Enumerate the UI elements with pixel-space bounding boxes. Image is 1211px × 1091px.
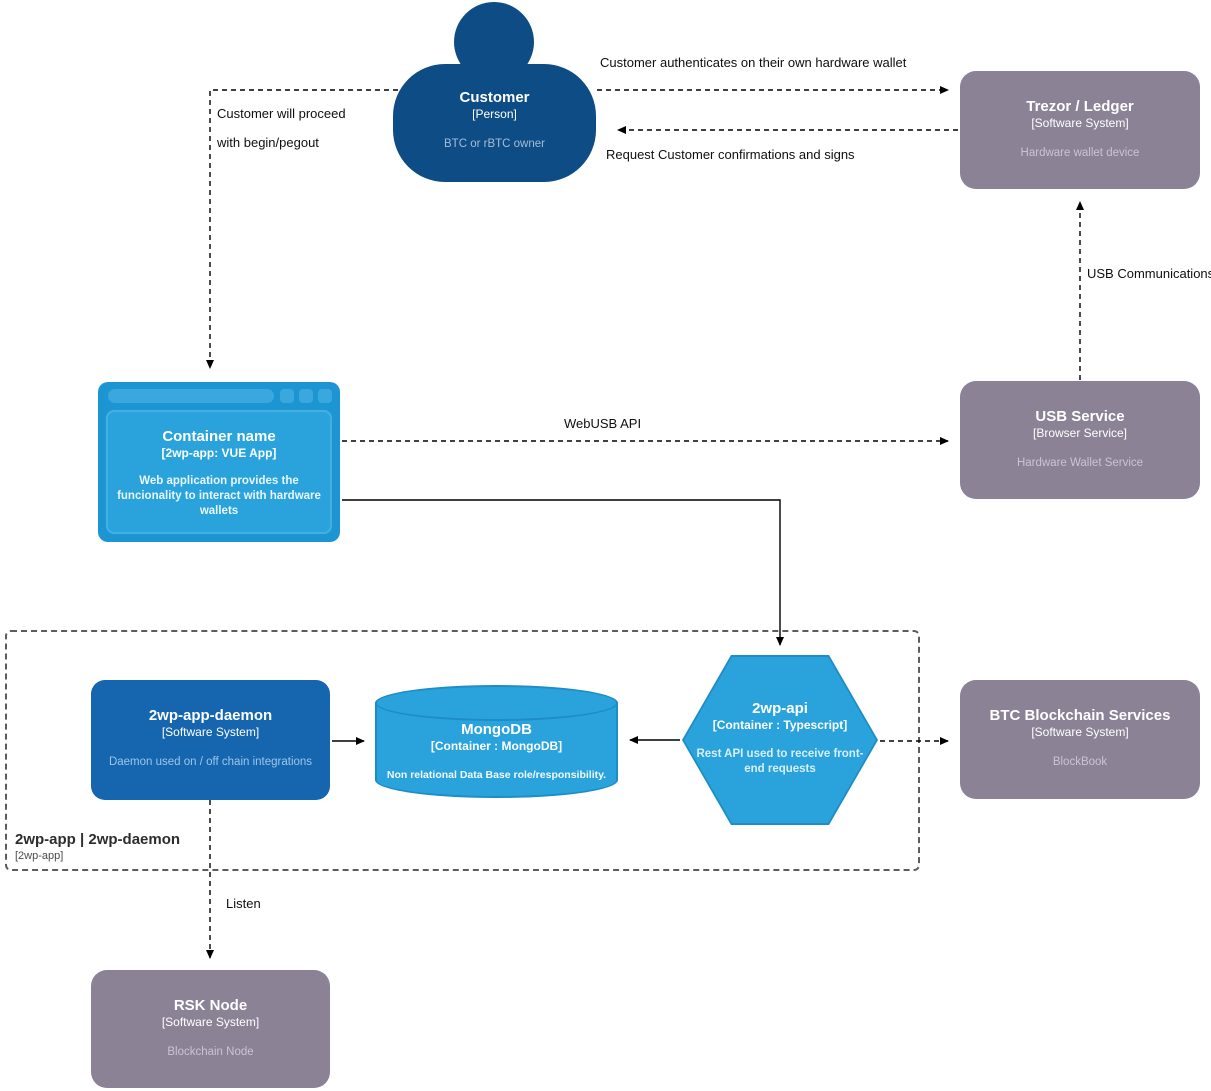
node-2wp-app-daemon: 2wp-app-daemon [Software System] Daemon … <box>91 680 330 800</box>
boundary-label: 2wp-app | 2wp-daemon [2wp-app] <box>15 831 180 863</box>
hexagon-fill <box>684 657 876 823</box>
node-container-name: Container name [2wp-app: VUE App] Web ap… <box>98 382 340 542</box>
boundary-2wp-app: 2wp-app | 2wp-daemon [2wp-app] <box>5 630 920 871</box>
node-customer: Customer [Person] BTC or rBTC owner <box>393 64 596 182</box>
node-title: 2wp-app-daemon <box>148 707 273 724</box>
node-subtitle: [Software System] <box>161 725 260 740</box>
node-title: USB Service <box>1035 408 1125 425</box>
edge-label-proceed-line1: Customer will proceed <box>217 106 346 121</box>
edge-label-authenticate: Customer authenticates on their own hard… <box>600 55 907 70</box>
node-2wp-api: 2wp-api [Container : Typescript] Rest AP… <box>682 655 878 825</box>
node-mongodb: MongoDB [Container : MongoDB] Non relati… <box>375 685 618 798</box>
node-subtitle: [2wp-app: VUE App] <box>161 446 277 461</box>
node-subtitle: [Browser Service] <box>1032 426 1128 441</box>
node-description: Hardware Wallet Service <box>1016 457 1144 470</box>
node-title: Customer <box>459 89 530 106</box>
node-title: BTC Blockchain Services <box>989 707 1171 724</box>
node-subtitle: [Container : MongoDB] <box>430 739 563 754</box>
edge-label-listen: Listen <box>226 896 261 911</box>
node-title: Container name <box>162 428 276 445</box>
node-description: BlockBook <box>1052 756 1108 769</box>
browser-button-icon <box>280 389 294 403</box>
browser-button-icon <box>318 389 332 403</box>
node-title: RSK Node <box>173 997 248 1014</box>
node-trezor-ledger: Trezor / Ledger [Software System] Hardwa… <box>960 71 1200 189</box>
node-btc-blockchain-services: BTC Blockchain Services [Software System… <box>960 680 1200 799</box>
browser-content: Container name [2wp-app: VUE App] Web ap… <box>106 410 332 534</box>
node-usb-service: USB Service [Browser Service] Hardware W… <box>960 381 1200 499</box>
edge-label-proceed-line2: with begin/pegout <box>217 135 319 150</box>
node-description: Rest API used to receive front-end reque… <box>696 748 864 775</box>
edge-label-webusb: WebUSB API <box>564 416 642 431</box>
cylinder-top <box>375 685 618 721</box>
node-description: Web application provides the funcionalit… <box>117 475 321 517</box>
node-rsk-node: RSK Node [Software System] Blockchain No… <box>91 970 330 1088</box>
edge-label-usb-communications: USB Communications <box>1087 266 1211 281</box>
node-description: Daemon used on / off chain integrations <box>108 756 313 769</box>
node-subtitle: [Person] <box>472 107 517 122</box>
browser-button-icon <box>299 389 313 403</box>
boundary-subtitle: [2wp-app] <box>15 849 64 862</box>
hexagon-text: 2wp-api [Container : Typescript] Rest AP… <box>682 655 878 777</box>
node-subtitle: [Software System] <box>1031 725 1129 740</box>
node-subtitle: [Software System] <box>161 1015 260 1030</box>
node-title: Trezor / Ledger <box>1026 98 1134 115</box>
browser-address-bar <box>108 389 274 403</box>
node-description: Non relational Data Base role/responsibi… <box>386 769 607 782</box>
node-subtitle: [Software System] <box>1031 116 1129 131</box>
edge-app-to-api <box>342 499 784 646</box>
node-description: Hardware wallet device <box>1020 147 1140 160</box>
edge-customer-proceed <box>206 89 398 369</box>
node-title: MongoDB <box>461 721 532 738</box>
node-description: Blockchain Node <box>167 1046 254 1059</box>
node-description: BTC or rBTC owner <box>444 138 545 151</box>
node-title: 2wp-api <box>752 700 808 717</box>
cylinder-text: MongoDB [Container : MongoDB] Non relati… <box>375 685 618 783</box>
boundary-title: 2wp-app | 2wp-daemon <box>15 830 181 848</box>
edge-label-confirmations: Request Customer confirmations and signs <box>606 147 855 162</box>
node-subtitle: [Container : Typescript] <box>712 718 848 733</box>
person-head-icon <box>454 2 534 82</box>
